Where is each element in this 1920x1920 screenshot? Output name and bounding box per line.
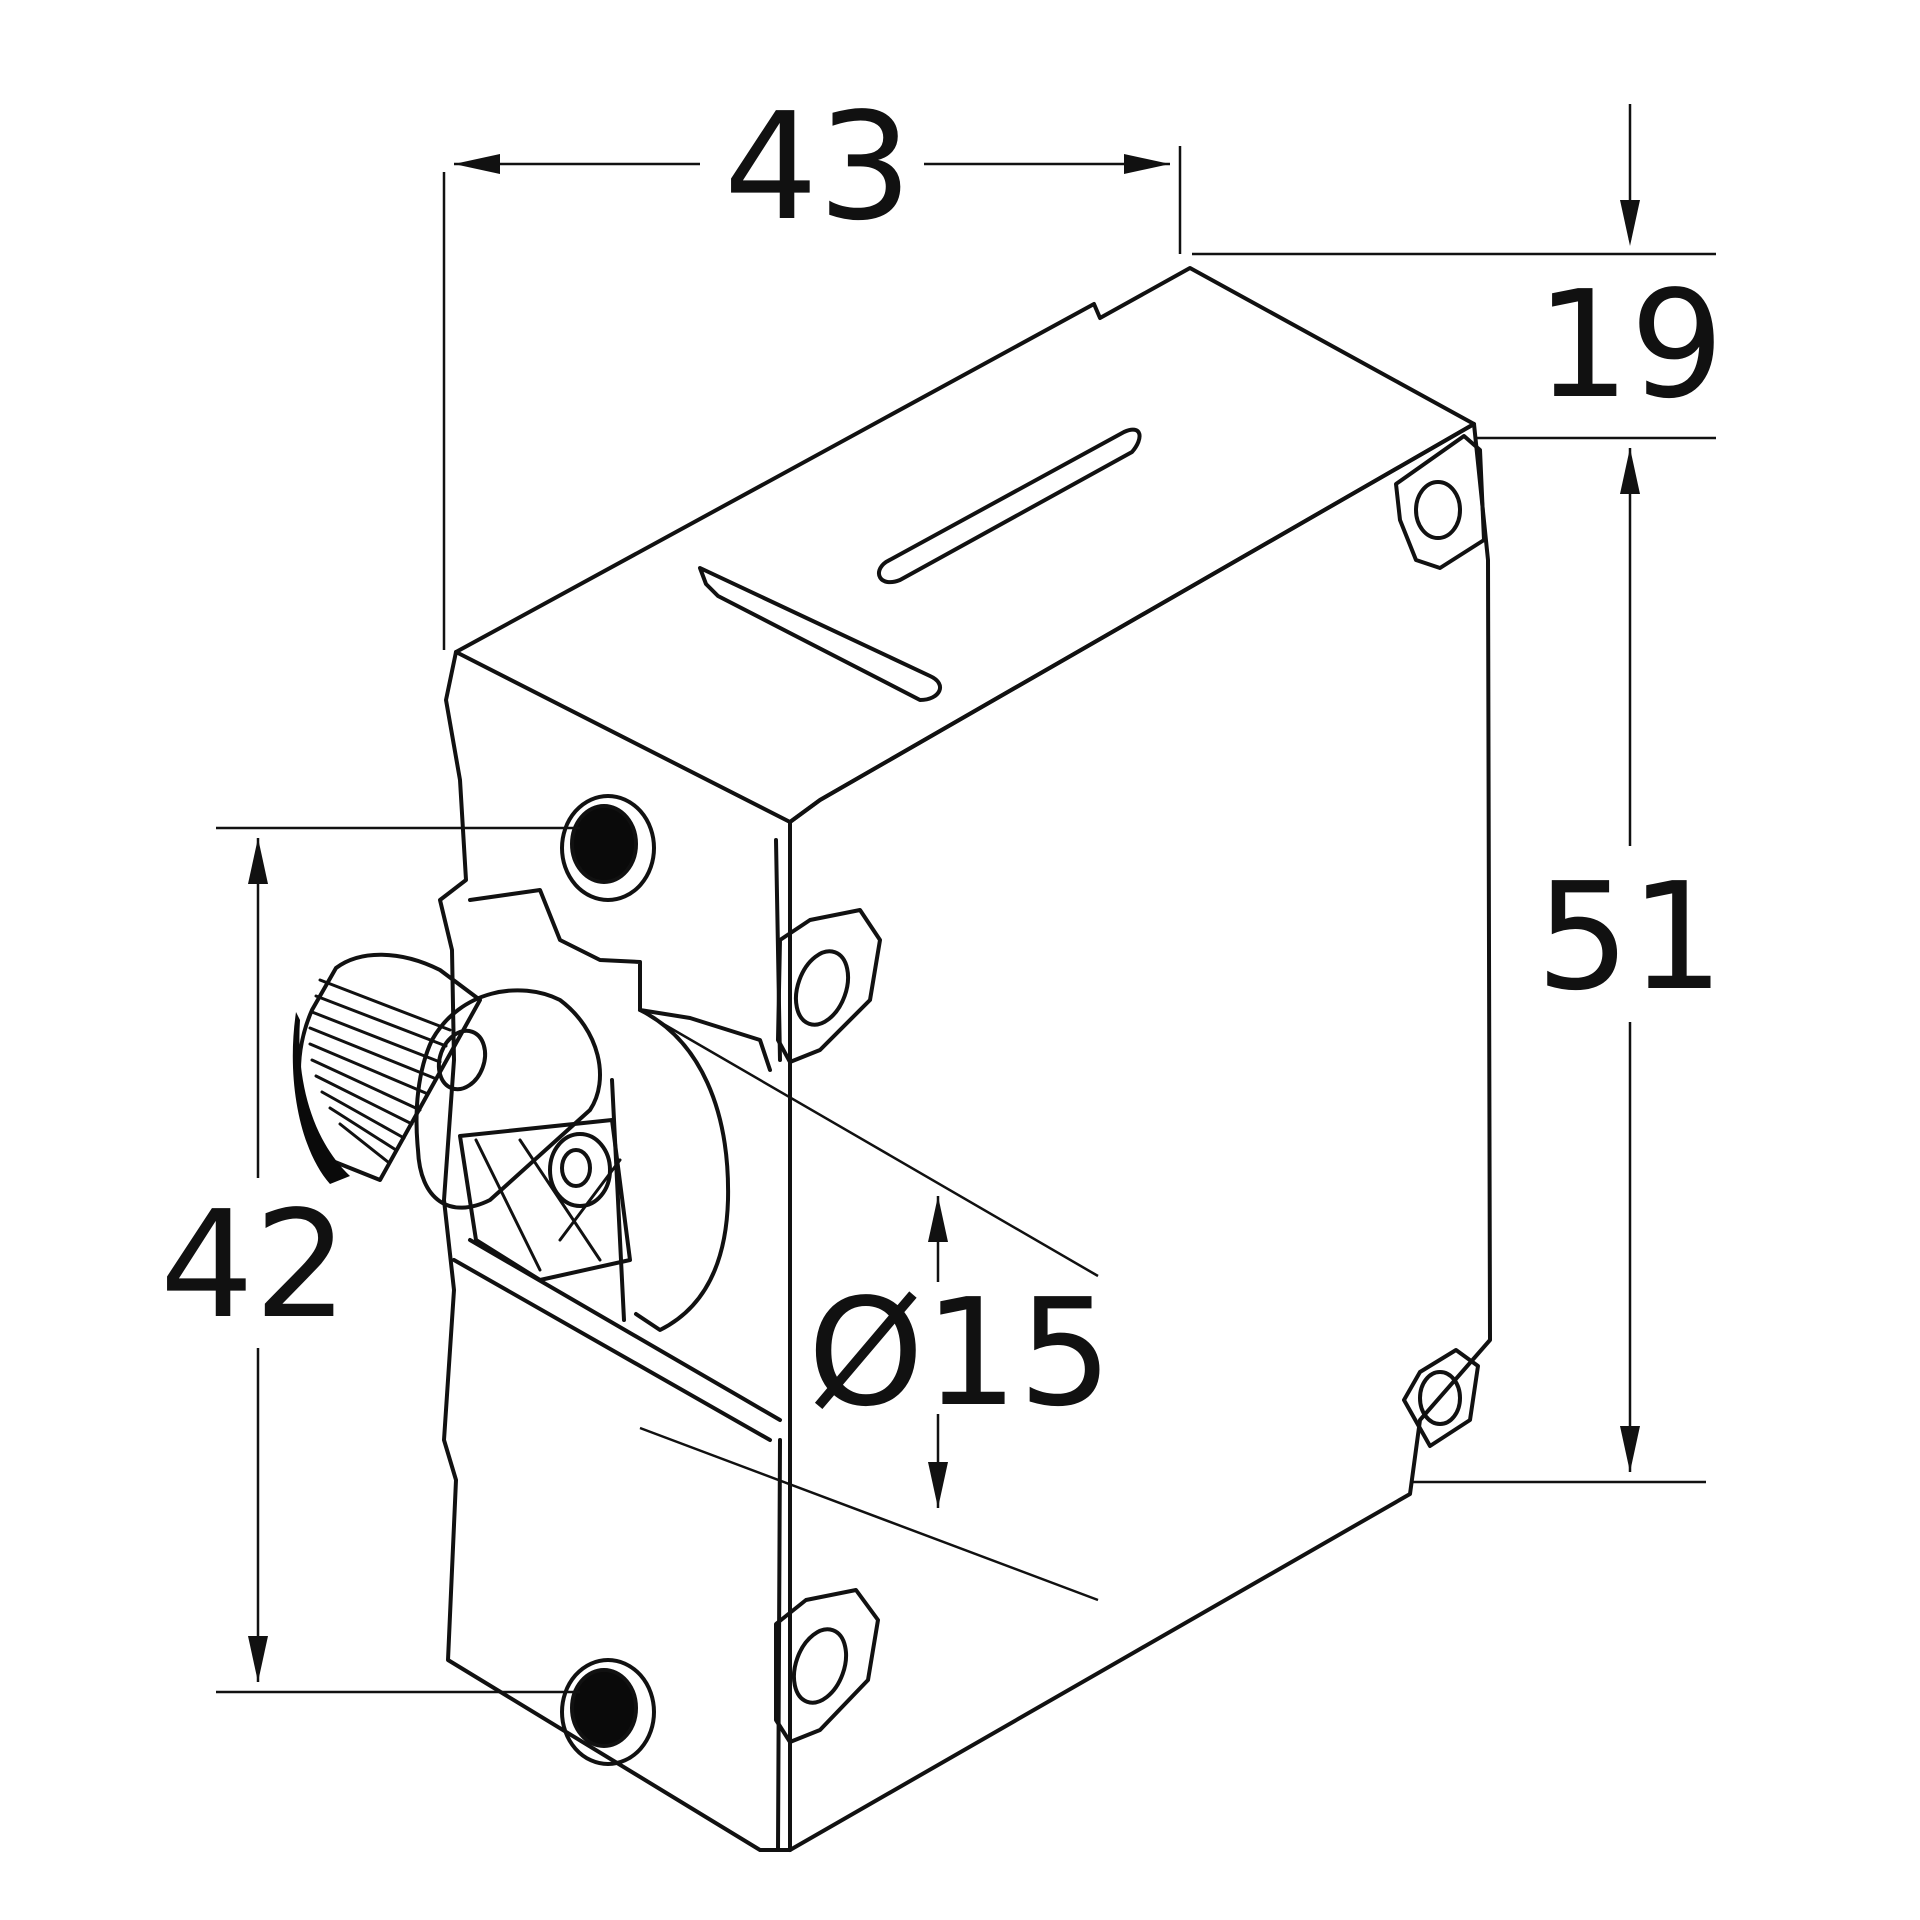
lower-terminal-screw	[560, 1658, 656, 1766]
width-label: 43	[724, 81, 912, 253]
breaker-body	[292, 266, 1492, 1852]
front-tab-upper	[776, 908, 882, 1064]
dimension-button-diameter: Ø15	[639, 1020, 1113, 1602]
button-diameter-label: Ø15	[808, 1267, 1113, 1439]
top-slot-long	[877, 427, 1142, 584]
front-tab-lower	[774, 1588, 880, 1744]
depth-label: 19	[1536, 259, 1724, 431]
dimension-width: 43	[442, 81, 1182, 650]
dimension-mount-spacing: 42	[160, 826, 580, 1694]
upper-terminal-screw	[560, 794, 656, 902]
rear-bottom-tab	[1402, 1348, 1480, 1448]
mount-spacing-label: 42	[160, 1179, 348, 1351]
actuator-recess	[468, 888, 772, 1072]
rear-top-tab	[1394, 434, 1486, 570]
top-slot-short	[698, 566, 942, 702]
height-label: 51	[1536, 851, 1724, 1023]
dimension-depth: 19	[1192, 104, 1724, 440]
body-seam	[452, 1238, 782, 1442]
side-face	[788, 422, 1492, 1852]
reset-button	[292, 952, 602, 1210]
front-face	[438, 650, 792, 1852]
actuator-housing	[458, 1008, 731, 1332]
dimension-height: 51	[1412, 448, 1724, 1484]
